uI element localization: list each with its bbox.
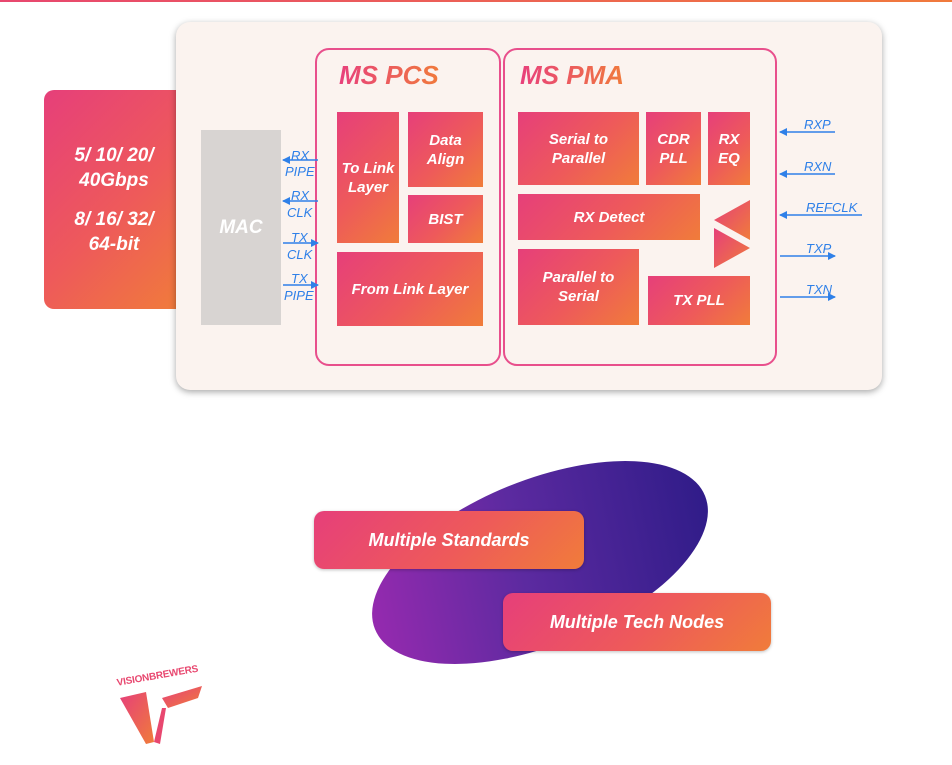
label-rxp: RXP bbox=[804, 117, 831, 132]
io-arrows bbox=[779, 128, 862, 301]
width-line-1: 8/ 16/ 32/ bbox=[74, 208, 154, 230]
multiple-standards-pill: Multiple Standards bbox=[314, 511, 584, 569]
rate-line-2: 40Gbps bbox=[79, 169, 149, 191]
label-refclk: REFCLK bbox=[806, 200, 858, 215]
label-txp: TXP bbox=[806, 241, 832, 256]
ms-pma-group bbox=[503, 48, 777, 366]
visionbrewers-logo: VISIONBREWERS bbox=[116, 664, 208, 746]
to-link-layer-block: To Link Layer bbox=[337, 112, 399, 243]
label-clk: CLK bbox=[287, 205, 313, 220]
parallel-to-serial-block: Parallel to Serial bbox=[518, 249, 639, 325]
ms-pma-title: MS PMA bbox=[520, 60, 624, 90]
label-pipe: PIPE bbox=[284, 288, 314, 303]
label-pipe: PIPE bbox=[285, 164, 315, 179]
label-tx: TX bbox=[291, 230, 308, 245]
label-rxn: RXN bbox=[804, 159, 832, 174]
receiver-triangle-icon bbox=[714, 200, 750, 240]
logo-mark-icon bbox=[120, 686, 202, 744]
bist-block: BIST bbox=[408, 195, 483, 243]
label-rx: RX bbox=[291, 148, 310, 163]
ms-pcs-group bbox=[315, 48, 501, 366]
label-tx: TX bbox=[291, 271, 308, 286]
serial-to-parallel-block: Serial to Parallel bbox=[518, 112, 639, 185]
mac-pcs-arrows bbox=[282, 156, 319, 289]
mac-block: MAC bbox=[201, 130, 281, 325]
driver-triangle-icon bbox=[714, 228, 750, 268]
multiple-tech-nodes-pill: Multiple Tech Nodes bbox=[503, 593, 771, 651]
data-align-block: Data Align bbox=[408, 112, 483, 187]
from-link-layer-block: From Link Layer bbox=[337, 252, 483, 326]
label-rx: RX bbox=[291, 188, 310, 203]
rx-eq-block: RX EQ bbox=[708, 112, 750, 185]
label-txn: TXN bbox=[806, 282, 832, 297]
label-clk: CLK bbox=[287, 247, 313, 262]
top-accent-line bbox=[0, 0, 952, 2]
width-line-2: 64-bit bbox=[88, 233, 140, 255]
rate-line-1: 5/ 10/ 20/ bbox=[74, 144, 154, 166]
tx-pll-block: TX PLL bbox=[648, 276, 750, 325]
ms-pcs-title: MS PCS bbox=[339, 60, 439, 90]
rx-detect-block: RX Detect bbox=[518, 194, 700, 240]
speed-width-box: 5/ 10/ 20/ 40Gbps 8/ 16/ 32/ 64-bit bbox=[44, 90, 184, 309]
cdr-pll-block: CDR PLL bbox=[646, 112, 701, 185]
